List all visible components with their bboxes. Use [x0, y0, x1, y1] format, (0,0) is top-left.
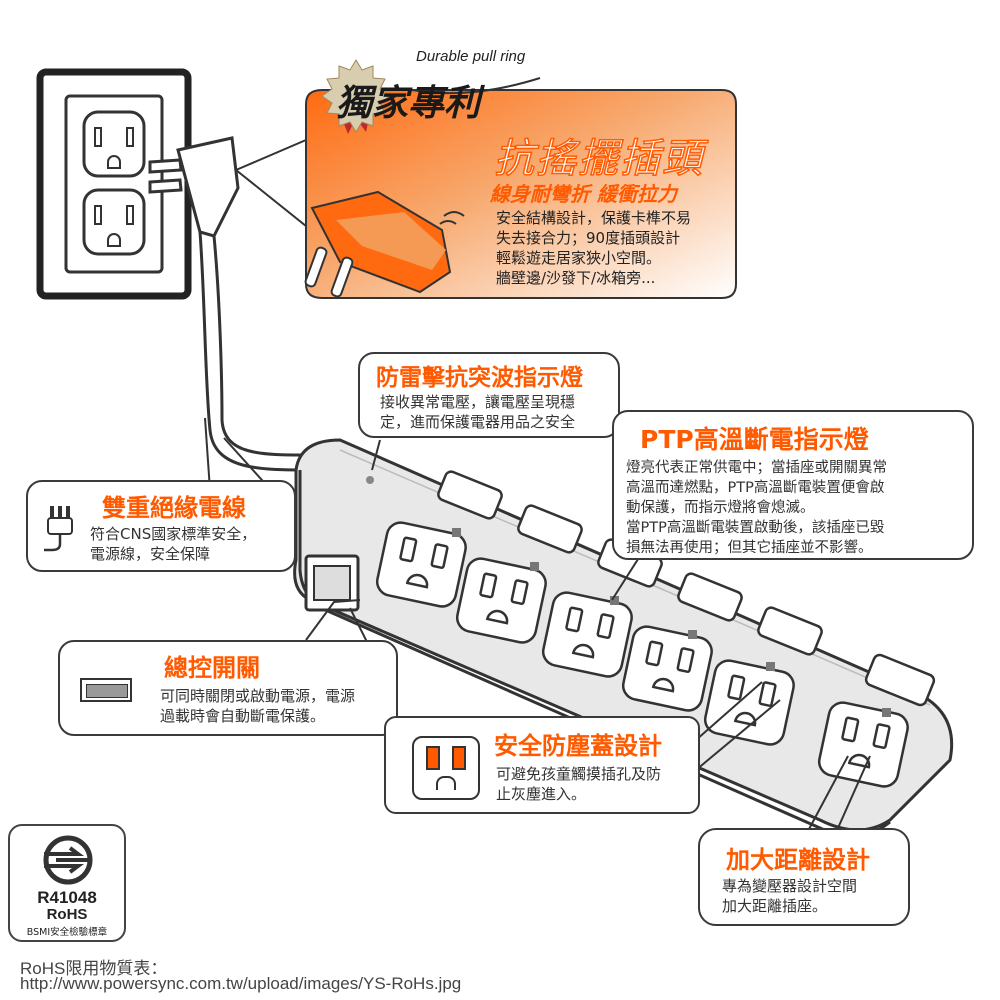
master-line: 可同時關閉或啟動電源，電源	[160, 687, 356, 705]
bsmi-rohs: RoHS	[46, 906, 88, 923]
dust-line: 可避免孩童觸摸插孔及防	[496, 765, 662, 783]
surge-description: 接收異常電壓，讓電壓呈現穩 定，進而保護電器用品之安全	[380, 392, 575, 432]
pull-ring-caption: Durable pull ring	[416, 48, 526, 65]
ptp-title: PTP高溫斷電指示燈	[640, 425, 869, 454]
master-switch-callout: 總控開關 可同時關閉或啟動電源，電源 過載時會自動斷電保護。	[58, 640, 398, 736]
master-switch-description: 可同時關閉或啟動電源，電源 過載時會自動斷電保護。	[160, 686, 355, 726]
ptp-description: 燈亮代表正常供電中；當插座或開關異常 高溫而達燃點，PTP高溫斷電裝置便會啟 動…	[626, 458, 887, 558]
spacing-callout: 加大距離設計 專為變壓器設計空間 加大距離插座。	[698, 828, 910, 926]
switch-icon	[80, 678, 132, 702]
plug-icon	[44, 506, 73, 552]
bsmi-code: R41048	[37, 888, 97, 907]
insulation-callout: 雙重絕緣電線 符合CNS國家標準安全， 電源線，安全保障	[26, 480, 296, 572]
rohs-link[interactable]: http://www.powersync.com.tw/upload/image…	[20, 974, 462, 993]
patent-description: 安全結構設計，保護卡榫不易 失去接合力；90度插頭設計 輕鬆遊走居家狹小空間。 …	[496, 208, 691, 288]
ptp-callout: PTP高溫斷電指示燈 燈亮代表正常供電中；當插座或開關異常 高溫而達燃點，PTP…	[612, 410, 974, 560]
surge-title: 防雷擊抗突波指示燈	[376, 365, 583, 391]
ptp-line: 當PTP高溫斷電裝置啟動後，該插座已毀	[626, 520, 885, 536]
surge-callout: 防雷擊抗突波指示燈 接收異常電壓，讓電壓呈現穩 定，進而保護電器用品之安全	[358, 352, 620, 438]
ptp-line: 動保護，而指示燈將會熄滅。	[626, 500, 815, 516]
strip-sockets	[375, 521, 909, 788]
patent-seal-icon	[321, 59, 391, 134]
ptp-line: 燈亮代表正常供電中；當插座或開關異常	[626, 460, 887, 476]
insulation-line: 電源線，安全保障	[90, 545, 211, 563]
patent-line: 牆壁邊/沙發下/冰箱旁...	[496, 269, 656, 287]
dust-cover-title: 安全防塵蓋設計	[494, 732, 662, 760]
rohs-caption: RoHS限用物質表：	[20, 959, 168, 978]
patent-title: 抗搖擺插頭	[493, 135, 704, 183]
patent-badge: 獨家專利	[336, 83, 481, 124]
patent-line: 輕鬆遊走居家狹小空間。	[496, 249, 662, 267]
spacing-line: 加大距離插座。	[722, 897, 828, 915]
spacing-line: 專為變壓器設計空間	[722, 877, 858, 895]
ptp-indicator-lamps	[452, 528, 891, 717]
master-line: 過載時會自動斷電保護。	[160, 707, 326, 725]
spacing-description: 專為變壓器設計空間 加大距離插座。	[722, 876, 857, 916]
spacing-title: 加大距離設計	[726, 846, 870, 874]
bsmi-label: BSMI安全檢驗標章	[26, 927, 108, 938]
dust-cover-callout: 安全防塵蓋設計 可避免孩童觸摸插孔及防 止灰塵進入。	[384, 716, 700, 814]
patent-subtitle: 線身耐彎折 緩衝拉力	[490, 182, 677, 206]
surge-line: 接收異常電壓，讓電壓呈現穩	[380, 393, 576, 411]
ptp-line: 高溫而達燃點，PTP高溫斷電裝置便會啟	[626, 480, 885, 496]
insulation-title: 雙重絕緣電線	[102, 494, 246, 522]
ptp-line: 損無法再使用；但其它插座並不影響。	[626, 540, 873, 556]
dust-cover-description: 可避免孩童觸摸插孔及防 止灰塵進入。	[496, 764, 661, 804]
master-switch-title: 總控開關	[164, 654, 260, 682]
insulation-line: 符合CNS國家標準安全，	[90, 525, 257, 543]
patent-line: 安全結構設計，保護卡榫不易	[496, 209, 692, 227]
dust-line: 止灰塵進入。	[496, 785, 587, 803]
patent-panel	[304, 89, 737, 299]
plug-and-cord	[148, 136, 311, 472]
bsmi-logo-icon	[43, 835, 93, 885]
surge-line: 定，進而保護電器用品之安全	[380, 413, 576, 431]
dust-cover-socket-icon	[412, 736, 480, 800]
bsmi-mark: R41048 RoHS BSMI安全檢驗標章	[8, 824, 126, 942]
patent-line: 失去接合力；90度插頭設計	[496, 229, 681, 247]
insulation-description: 符合CNS國家標準安全， 電源線，安全保障	[90, 524, 256, 564]
